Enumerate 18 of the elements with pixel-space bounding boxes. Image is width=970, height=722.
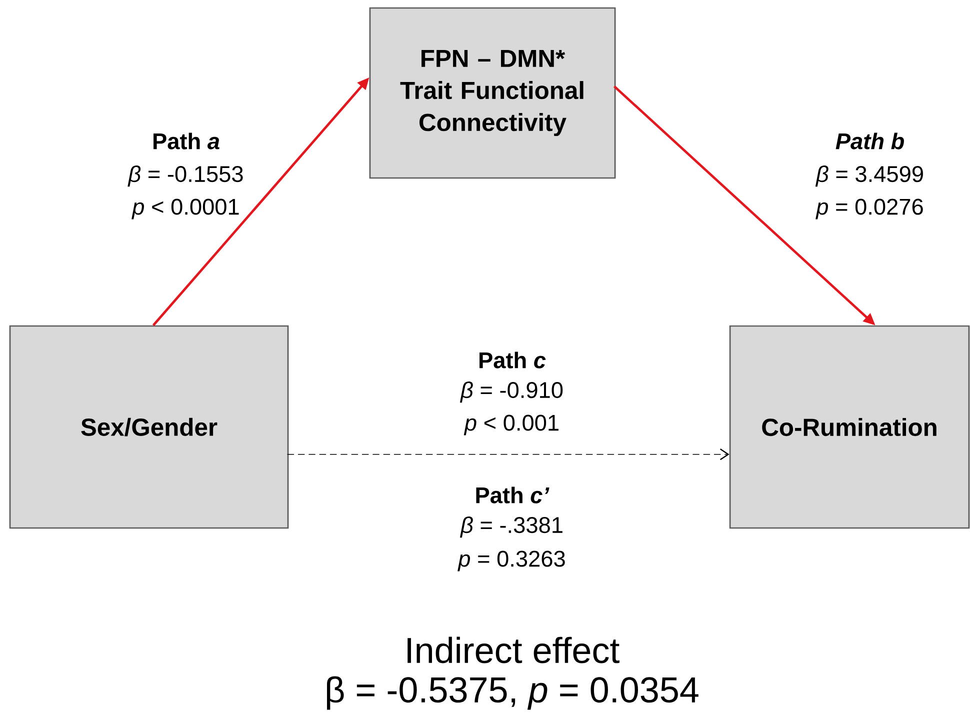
path-label: Path c’ (476, 486, 550, 504)
p-value-text: p = 0.3263 (458, 550, 565, 572)
variable-box: Sex/Gender (9, 325, 289, 529)
variable-box: FPN – DMN* Trait Functional Connectivity (369, 7, 616, 179)
variable-box: Co-Rumination (729, 325, 970, 529)
path-label: Path a (154, 132, 220, 150)
p-value-text: p = 0.0276 (816, 198, 923, 220)
effect-statistics: β = -0.5375, p = 0.0354 (327, 676, 698, 710)
p-value-text: p < 0.0001 (132, 198, 239, 220)
effect-heading: Indirect effect (408, 636, 620, 664)
coefficient-text: β = 3.4599 (815, 165, 923, 187)
path-label: Path c (480, 352, 546, 368)
coefficient-text: β = -0.910 (460, 381, 563, 403)
path-label: Path b (836, 132, 904, 150)
arrow (286, 448, 730, 460)
coefficient-text: β = -0.1553 (128, 165, 243, 187)
p-value-text: p < 0.001 (464, 414, 558, 436)
coefficient-text: β = -.3381 (460, 516, 562, 538)
